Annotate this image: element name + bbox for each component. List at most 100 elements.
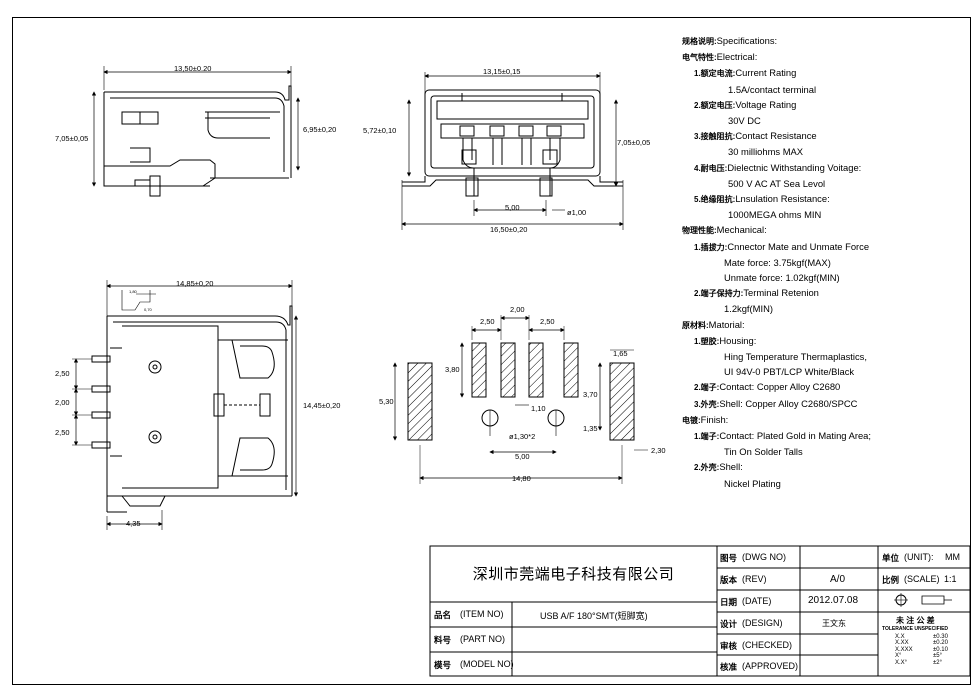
scale-value: 1:1 xyxy=(944,574,957,584)
spec-line: Tin On Solder Talls xyxy=(682,444,972,459)
spec-text: Shell: Copper Alloy C2680/SPCC xyxy=(719,397,858,409)
spec-text: Cnnector Mate and Unmate Force xyxy=(727,240,870,252)
front-view xyxy=(401,72,624,230)
date-value: 2012.07.08 xyxy=(808,595,859,606)
spec-label-zh: 2.端子: xyxy=(694,383,720,393)
spec-label-zh: 2.端子保持力: xyxy=(694,289,744,299)
spec-line: 规格说明:Specifications: xyxy=(682,33,972,49)
tolerance-key: X.XXX xyxy=(895,646,913,653)
dim-text: 14,85±0,20 xyxy=(176,279,214,288)
tolerance-key: X° xyxy=(895,653,902,660)
spec-line: 1.插拔力:Cnnector Mate and Unmate Force xyxy=(682,239,972,255)
dim-text: ø1,00 xyxy=(567,208,587,217)
tolerance-value: ±5° xyxy=(933,653,943,660)
spec-text: Dielectnic Withstanding Voitage: xyxy=(727,161,862,173)
tolerance-row: X.XXX ±0.10 xyxy=(895,647,965,653)
tolerance-value: ±0.30 xyxy=(933,634,948,640)
spec-line: Hing Temperature Thermaplastics, xyxy=(682,349,972,364)
model-no-label-zh: 模号 xyxy=(434,660,452,670)
item-no-label-zh: 品名 xyxy=(434,610,452,620)
item-no-value: USB A/F 180°SMT(短脚宽) xyxy=(540,611,648,621)
spec-text: Tin On Solder Talls xyxy=(724,446,803,458)
date-label-zh: 日期 xyxy=(720,597,738,607)
tolerance-title-zh: 未 注 公 差 xyxy=(896,616,935,625)
spec-label-zh: 5.绝缘阻抗: xyxy=(694,195,736,205)
tolerance-row: X.X°±2° xyxy=(895,660,965,666)
spec-label-zh: 3.接触阻抗: xyxy=(694,132,736,142)
tolerance-row: X° ±5° xyxy=(895,653,965,659)
spec-label-zh: 1.插拔力: xyxy=(694,242,728,252)
spec-label-zh: 1.端子: xyxy=(694,432,720,442)
dim-text: 5,30 xyxy=(379,397,394,406)
item-no-label: (ITEM NO) xyxy=(460,609,504,619)
spec-text: Terminal Retenion xyxy=(743,287,819,299)
dim-text: 2,50 xyxy=(55,369,70,378)
spec-line: 2.外壳:Shell: xyxy=(682,459,972,475)
spec-text: Finish: xyxy=(700,413,729,425)
spec-line: 物理性能:Mechanical: xyxy=(682,222,972,238)
dwg-label: (DWG NO) xyxy=(742,552,786,562)
spec-line: UI 94V-0 PBT/LCP White/Black xyxy=(682,364,972,379)
spec-text: Lnsulation Resistance: xyxy=(735,193,830,205)
spec-line: 2.额定电压:Voltage Rating xyxy=(682,97,972,113)
spec-line: 30 milliohms MAX xyxy=(682,144,972,159)
spec-text: Specifications: xyxy=(716,35,778,46)
spec-label-zh: 2.额定电压: xyxy=(694,100,736,110)
unit-label-zh: 单位 xyxy=(882,553,900,563)
tolerance-value: ±0.10 xyxy=(933,646,948,653)
scale-label-zh: 比例 xyxy=(882,575,900,585)
top-view xyxy=(72,280,299,530)
scale-label: (SCALE) xyxy=(904,574,940,584)
spec-label-zh: 电镀: xyxy=(682,415,701,425)
spec-label-zh: 1.额定电流: xyxy=(694,69,736,79)
spec-text: 1.2kgf(MIN) xyxy=(724,303,773,315)
pcb-footprint xyxy=(392,315,648,484)
tolerance-key: X.X xyxy=(895,634,905,640)
dim-text: 2,00 xyxy=(55,398,70,407)
spec-text: Matorial: xyxy=(708,318,745,330)
part-no-label: (PART NO) xyxy=(460,634,506,644)
side-view xyxy=(91,66,301,197)
spec-line: 2.端子保持力:Terminal Retenion xyxy=(682,285,972,301)
spec-label-zh: 原材料: xyxy=(682,320,709,330)
dim-text: 5,72±0,10 xyxy=(363,126,397,135)
tolerance-row: X.XX±0.20 xyxy=(895,640,965,646)
spec-line: 3.接触阻抗:Contact Resistance xyxy=(682,128,972,144)
spec-text: Contact: Copper Alloy C2680 xyxy=(719,381,841,393)
dim-text: 13,15±0,15 xyxy=(483,67,521,76)
spec-line: Nickel Plating xyxy=(682,476,972,491)
spec-text: Contact: Plated Gold in Mating Area; xyxy=(719,430,871,442)
date-label: (DATE) xyxy=(742,596,772,606)
spec-text: Voltage Rating xyxy=(735,98,797,110)
spec-text: 30 milliohms MAX xyxy=(728,146,804,158)
approved-label-zh: 核准 xyxy=(720,662,738,672)
rev-value: A/0 xyxy=(830,574,846,585)
unit-value: MM xyxy=(945,552,960,562)
drawing-border xyxy=(12,17,971,685)
dim-text: 5,00 xyxy=(515,452,530,461)
dim-text: 3,80 xyxy=(445,365,460,374)
dim-text: 7,05±0,05 xyxy=(55,134,89,143)
spec-line: 2.端子:Contact: Copper Alloy C2680 xyxy=(682,379,972,395)
dim-text: 2,50 xyxy=(540,317,555,326)
rev-label: (REV) xyxy=(742,574,767,584)
spec-text: Nickel Plating xyxy=(724,477,781,489)
rev-label-zh: 版本 xyxy=(720,575,738,585)
dim-text: 14,45±0,20 xyxy=(303,401,341,410)
dim-text: ø1,30*2 xyxy=(509,432,536,441)
spec-label-zh: 4.耐电压: xyxy=(694,163,728,173)
spec-text: Shell: xyxy=(719,461,743,473)
company-name: 深圳市莞端电子科技有限公司 xyxy=(472,565,675,583)
spec-line: 1.2kgf(MIN) xyxy=(682,301,972,316)
spec-line: 30V DC xyxy=(682,113,972,128)
spec-label-zh: 2.外壳: xyxy=(694,463,720,473)
dim-text: 3,70 xyxy=(583,390,598,399)
specifications-list: 规格说明:Specifications:电气特性:Electrical:1.额定… xyxy=(682,33,972,491)
spec-line: 原材料:Matorial: xyxy=(682,317,972,333)
unit-label: (UNIT): xyxy=(904,552,934,562)
spec-text: 30V DC xyxy=(728,115,761,127)
design-label: (DESIGN) xyxy=(742,618,783,628)
spec-line: 1000MEGA ohms MIN xyxy=(682,207,972,222)
dim-text: 4,35 xyxy=(126,519,141,528)
dim-text: 2,50 xyxy=(480,317,495,326)
